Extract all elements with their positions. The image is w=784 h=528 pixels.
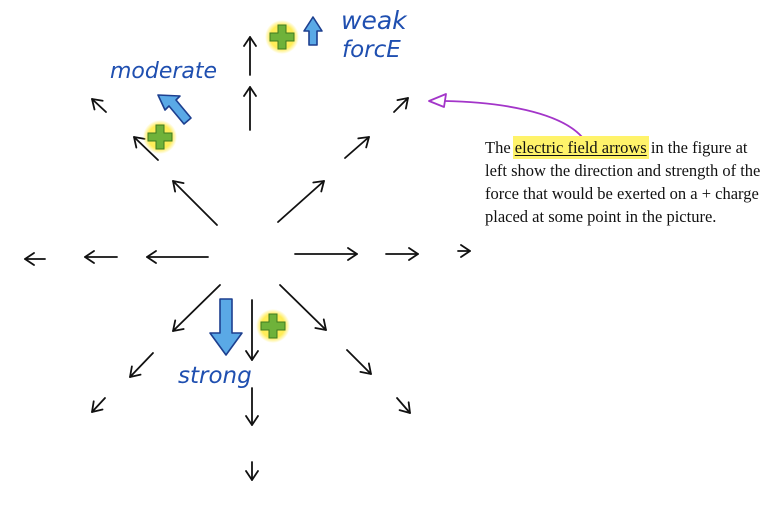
caption: The electric field arrows in the figure … xyxy=(485,136,765,228)
plus-charge-top xyxy=(265,20,299,54)
weak-label: weak xyxy=(341,6,408,35)
field-arrow-upleft-1 xyxy=(172,180,218,226)
field-arrow-upleft-3 xyxy=(91,98,107,113)
field-arrow-left-1 xyxy=(146,250,209,264)
field-arrow-downright-3 xyxy=(396,397,411,414)
field-arrow-left-2 xyxy=(84,250,118,264)
field-arrow-right-2 xyxy=(385,247,419,261)
field-arrow-downleft-1 xyxy=(172,284,221,332)
field-arrow-downright-2 xyxy=(346,349,372,375)
pointer-line xyxy=(444,100,583,138)
field-arrow-downright-1 xyxy=(279,284,327,331)
field-arrows xyxy=(24,36,471,481)
field-arrow-upright-2 xyxy=(344,136,370,159)
field-arrow-down-3 xyxy=(245,461,259,481)
moderate-label: moderate xyxy=(110,59,217,84)
field-arrow-up-1 xyxy=(243,86,257,131)
field-arrow-upleft-2 xyxy=(133,136,159,161)
field-arrow-right-3 xyxy=(457,244,471,258)
caption-pre: The xyxy=(485,138,515,157)
field-arrow-upright-1 xyxy=(277,180,325,223)
field-arrow-downleft-2 xyxy=(129,352,154,378)
field-arrow-right-1 xyxy=(294,247,358,261)
field-arrow-down-2 xyxy=(245,387,259,426)
weak-force-arrow xyxy=(303,16,323,46)
caption-highlight: electric field arrows xyxy=(514,138,647,157)
field-arrow-left-3 xyxy=(24,252,46,266)
field-arrow-downleft-3 xyxy=(91,397,106,413)
pointer-arrowhead xyxy=(428,93,447,108)
plus-charge-bottom xyxy=(256,309,290,343)
plus-charge-left xyxy=(143,120,177,154)
field-arrow-up-2 xyxy=(243,36,257,76)
field-arrow-down-1 xyxy=(245,299,259,361)
moderate-force-arrow xyxy=(157,94,192,125)
strong-label: strong xyxy=(178,363,252,389)
force-label: forcE xyxy=(342,37,401,63)
field-arrow-upright-3 xyxy=(393,97,409,113)
caption-post: in the figure at left show the direction… xyxy=(485,138,761,226)
strong-force-arrow xyxy=(209,298,243,356)
